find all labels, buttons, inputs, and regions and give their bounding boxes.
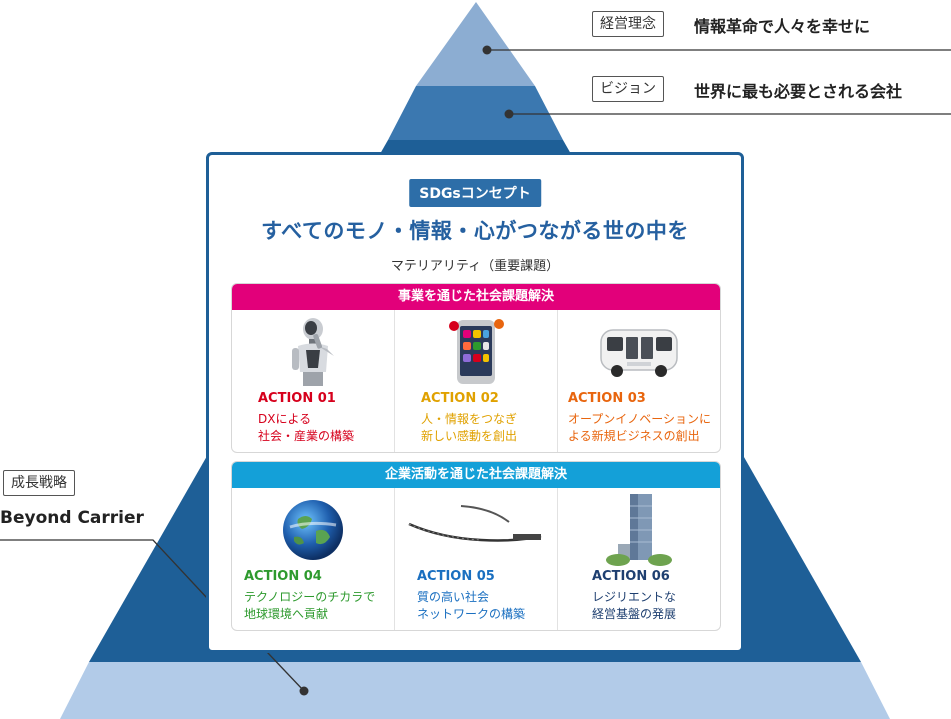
section-corporate: 企業活動を通じた社会課題解決 (231, 461, 721, 631)
action-01-desc-line2: 社会・産業の構築 (258, 429, 355, 443)
action-05-desc: 質の高い社会 ネットワークの構築 (417, 589, 525, 623)
action-05-card: ACTION 05 質の高い社会 ネットワークの構築 (394, 488, 557, 630)
autonomous-bus-icon (600, 329, 678, 377)
vision-leader-dot (504, 109, 514, 119)
action-04-desc-line1: テクノロジーのチカラで (244, 590, 376, 604)
action-03-desc-line1: オープンイノベーションに (568, 412, 712, 426)
materiality-label: マテリアリティ（重要課題） (390, 259, 560, 274)
network-cable-icon (408, 505, 542, 542)
section-business: 事業を通じた社会課題解決 ACTION 01 (231, 283, 721, 453)
strategy-leader-line (0, 539, 208, 599)
action-03-desc-line2: よる新規ビジネスの創出 (568, 429, 700, 443)
sdgs-concept-panel: SDGsコンセプト すべてのモノ・情報・心がつながる世の中を マテリアリティ（重… (206, 152, 744, 653)
strategy-tag: 成長戦略 (3, 470, 75, 496)
section-corporate-title: 企業活動を通じた社会課題解決 (232, 462, 720, 488)
action-04-desc: テクノロジーのチカラで 地球環境へ貢献 (244, 589, 375, 623)
action-02-desc: 人・情報をつなぎ 新しい感動を創出 (421, 411, 517, 445)
concept-headline: すべてのモノ・情報・心がつながる世の中を (261, 219, 689, 243)
action-04-desc-line2: 地球環境へ貢献 (244, 607, 329, 621)
action-02-card: ACTION 02 人・情報をつなぎ 新しい感動を創出 (394, 310, 557, 452)
action-05-desc-line1: 質の高い社会 (417, 590, 490, 604)
action-01-card: ACTION 01 DXによる 社会・産業の構築 (232, 310, 394, 452)
philosophy-leader-dot (482, 45, 492, 55)
earth-icon (283, 500, 343, 560)
vision-text: 世界に最も必要とされる会社 (694, 82, 903, 101)
action-05-title: ACTION 05 (417, 569, 495, 584)
robot-icon (292, 318, 334, 386)
pyramid-tier-vision (388, 86, 563, 140)
action-01-desc: DXによる 社会・産業の構築 (258, 411, 354, 445)
action-03-desc: オープンイノベーションに よる新規ビジネスの創出 (568, 411, 711, 445)
action-06-card: ACTION 06 レジリエントな 経営基盤の発展 (557, 488, 720, 630)
action-06-title: ACTION 06 (592, 569, 670, 584)
smartphone-icon (449, 319, 504, 384)
action-02-desc-line1: 人・情報をつなぎ (421, 412, 518, 426)
action-04-title: ACTION 04 (244, 569, 322, 584)
base-leader-line (266, 651, 305, 692)
pyramid-tier-philosophy (416, 2, 535, 86)
action-01-title: ACTION 01 (258, 391, 336, 406)
action-04-card: ACTION 04 テクノロジーのチカラで 地球環境へ貢献 (232, 488, 394, 630)
pyramid-tier-base (60, 662, 890, 719)
vision-tag: ビジョン (592, 76, 664, 102)
strategy-text: Beyond Carrier (0, 508, 144, 528)
action-03-card: ACTION 03 オープンイノベーションに よる新規ビジネスの創出 (557, 310, 720, 452)
office-building-icon (606, 494, 672, 566)
action-06-desc-line2: 経営基盤の発展 (592, 607, 677, 621)
sdgs-concept-badge: SDGsコンセプト (409, 179, 541, 207)
action-02-desc-line2: 新しい感動を創出 (421, 429, 518, 443)
action-06-desc-line1: レジリエントな (592, 590, 677, 604)
philosophy-text: 情報革命で人々を幸せに (694, 17, 871, 36)
base-leader-dot (299, 686, 309, 696)
section-business-title: 事業を通じた社会課題解決 (232, 284, 720, 310)
action-01-desc-line1: DXによる (258, 412, 312, 426)
philosophy-tag: 経営理念 (592, 11, 664, 37)
action-06-desc: レジリエントな 経営基盤の発展 (592, 589, 676, 623)
action-03-title: ACTION 03 (568, 391, 646, 406)
action-05-desc-line2: ネットワークの構築 (417, 607, 526, 621)
action-02-title: ACTION 02 (421, 391, 499, 406)
